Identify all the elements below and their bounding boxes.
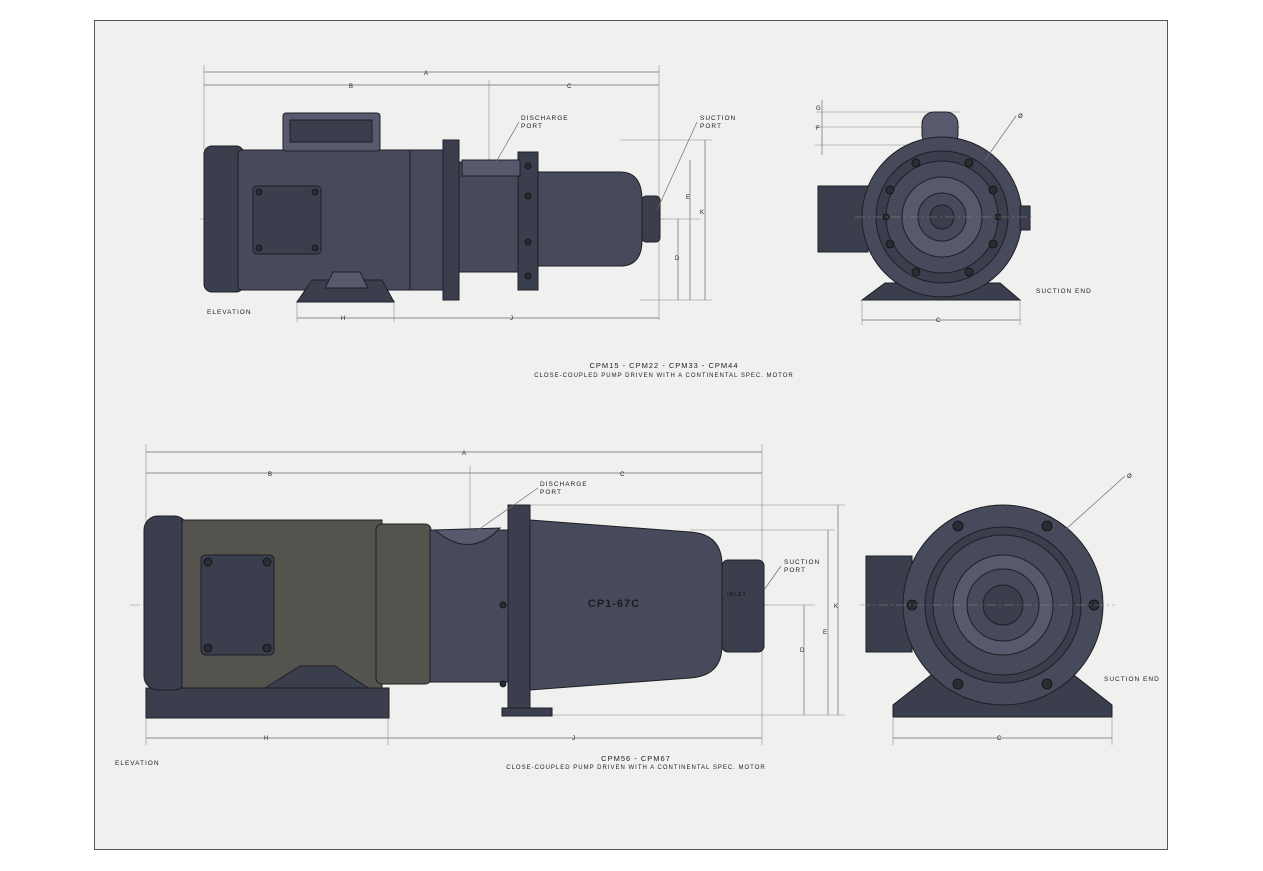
bottom-dim-h: H xyxy=(264,736,269,742)
bottom-dim-d: D xyxy=(800,648,805,654)
bottom-pump-flange xyxy=(507,504,531,716)
top-dim-f: F xyxy=(816,126,821,132)
bottom-dim-e: E xyxy=(823,630,828,636)
top-discharge-port-label-2: PORT xyxy=(521,123,543,130)
bottom-dim-c: C xyxy=(620,472,625,478)
bottom-pump-marking: CP1-67C xyxy=(588,598,640,610)
bottom-motor-cover-plate xyxy=(200,554,275,656)
bottom-motor-foot xyxy=(263,665,370,689)
bottom-adapter xyxy=(429,529,511,683)
top-dim-g: G xyxy=(816,106,822,112)
top-suction-end-view: G F C Ø xyxy=(815,100,1035,325)
bottom-suction-nozzle xyxy=(721,559,765,653)
top-terminal-box-side xyxy=(817,185,869,253)
bottom-dim-a: A xyxy=(462,451,467,457)
top-dim-c: C xyxy=(567,84,572,90)
bottom-motor-endcap xyxy=(143,515,189,691)
bottom-elevation-view: A B C K E D H J xyxy=(130,444,845,745)
top-suction-end-label: SUCTION END xyxy=(1036,288,1092,295)
bottom-inlet-marking: INLET xyxy=(727,592,746,598)
bottom-end-dim-phi: Ø xyxy=(1127,474,1133,480)
top-end-dim-phi: Ø xyxy=(1018,114,1024,120)
bottom-title: CPM56 - CPM67 xyxy=(601,754,671,763)
top-suction-port-label-1: SUCTION xyxy=(700,115,736,122)
top-elevation-view: A B C K E D H J xyxy=(200,65,712,322)
bottom-discharge-port-label-2: PORT xyxy=(540,489,562,496)
bottom-dim-j: J xyxy=(572,736,576,742)
top-pump-casing xyxy=(537,171,643,267)
bottom-dim-b: B xyxy=(268,472,273,478)
bottom-base-plate xyxy=(145,687,390,719)
bottom-discharge-port-label-1: DISCHARGE xyxy=(540,481,588,488)
top-dim-h: H xyxy=(341,316,346,322)
top-dim-j: J xyxy=(510,316,514,322)
bottom-suction-end-label: SUCTION END xyxy=(1104,676,1160,683)
top-suction-port-label-2: PORT xyxy=(700,123,722,130)
top-discharge-port xyxy=(461,159,521,177)
top-elevation-label: ELEVATION xyxy=(207,309,252,316)
top-motor-foot xyxy=(296,279,395,303)
top-title: CPM15 - CPM22 - CPM33 - CPM44 xyxy=(589,361,738,370)
bottom-suction-port-label-1: SUCTION xyxy=(784,559,820,566)
top-dim-k: K xyxy=(700,210,705,216)
top-suction-nozzle xyxy=(641,195,661,243)
bottom-dim-k: K xyxy=(834,604,839,610)
bottom-end-dim-c: C xyxy=(997,736,1002,742)
top-end-dim-c: C xyxy=(936,318,941,324)
bottom-subtitle: CLOSE-COUPLED PUMP DRIVEN WITH A CONTINE… xyxy=(506,765,765,771)
top-dim-a: A xyxy=(424,71,429,77)
bottom-elevation-label: ELEVATION xyxy=(115,760,160,767)
top-dim-d: D xyxy=(675,256,680,262)
bottom-suction-port-label-2: PORT xyxy=(784,567,806,574)
top-pump-flange xyxy=(517,151,539,291)
top-adapter-flange xyxy=(442,139,460,301)
top-dim-b: B xyxy=(349,84,354,90)
top-dim-e: E xyxy=(686,195,691,201)
top-discharge-port-label-1: DISCHARGE xyxy=(521,115,569,122)
top-subtitle: CLOSE-COUPLED PUMP DRIVEN WITH A CONTINE… xyxy=(534,373,793,379)
bottom-suction-end-view: C Ø xyxy=(860,474,1133,745)
top-motor-cover-plate xyxy=(252,185,322,255)
